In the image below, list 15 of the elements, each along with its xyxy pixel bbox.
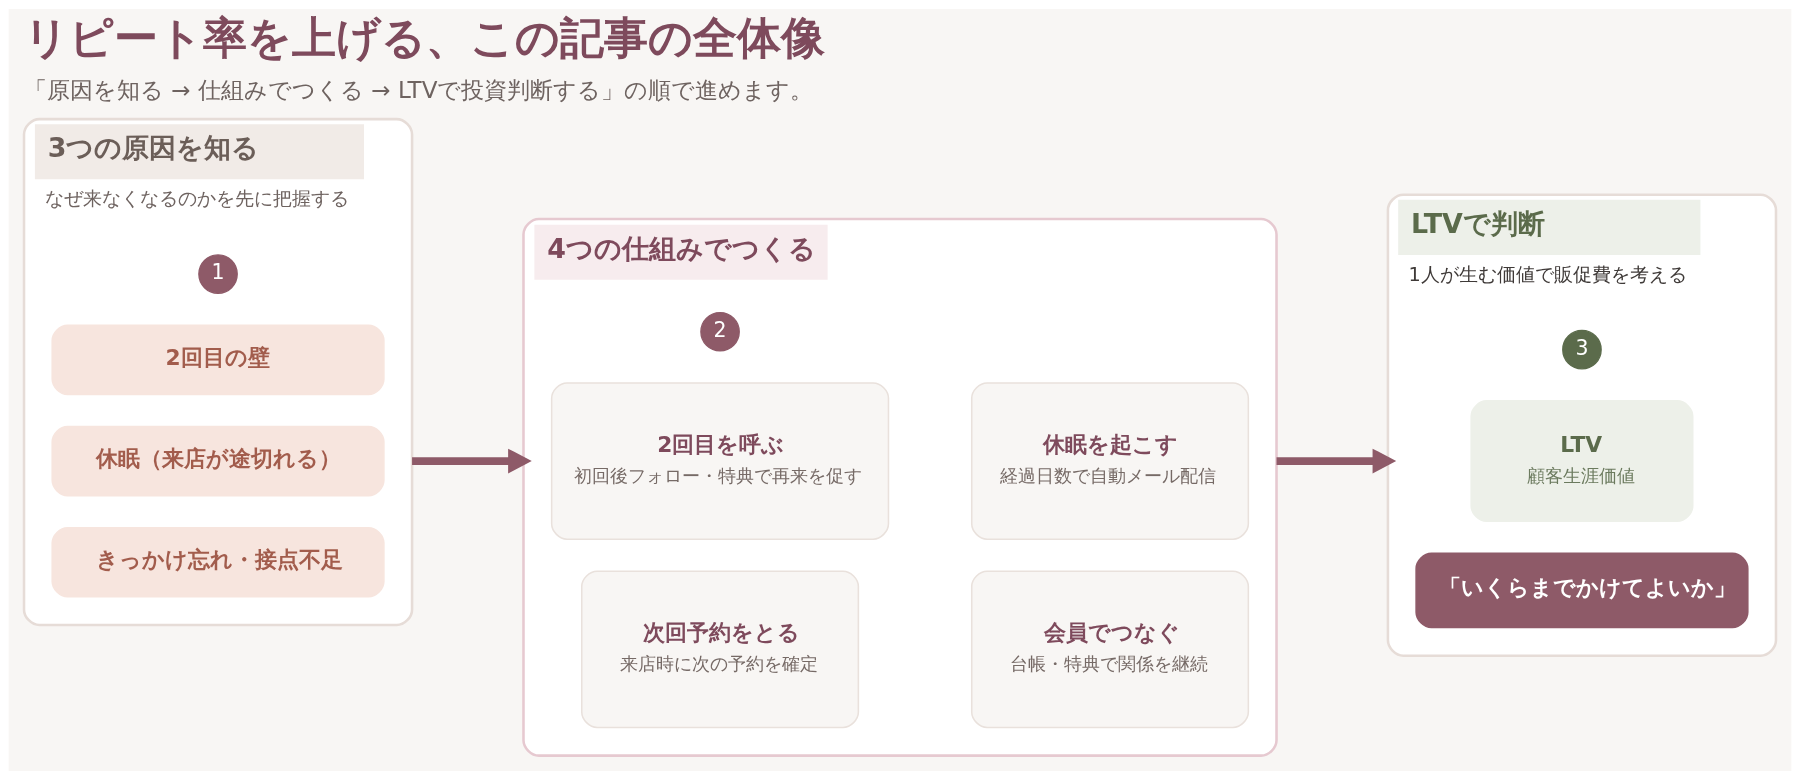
arrow [412, 448, 532, 474]
node-box: 「いくらまでかけてよいか」 [1415, 552, 1749, 629]
node-circle: 1 [198, 254, 238, 294]
node-box: 2回目の壁 [51, 324, 385, 396]
caption: 「原因を知る → 仕組みでつくる → LTVで投資判断する」の順で進めます。 [24, 76, 814, 103]
node-box: 会員でつなぐ 台帳・特典で関係を継続 [970, 570, 1250, 729]
node-box: 休眠を起こす 経過日数で自動メール配信 [970, 382, 1250, 540]
arrow [1276, 448, 1397, 474]
node-circle: 3 [1562, 329, 1602, 370]
node-box: 次回予約をとる 来店時に次の予約を確定 [581, 570, 860, 729]
node-box: 2回目を呼ぶ 初回後フォロー・特典で再来を促す [550, 382, 890, 540]
node-box: 休眠（来店が途切れる） [51, 425, 385, 497]
node-circle: 2 [700, 311, 740, 352]
diagram-title: リピート率を上げる、この記事の全体像 [24, 11, 826, 63]
node-box: きっかけ忘れ・接点不足 [51, 526, 385, 598]
